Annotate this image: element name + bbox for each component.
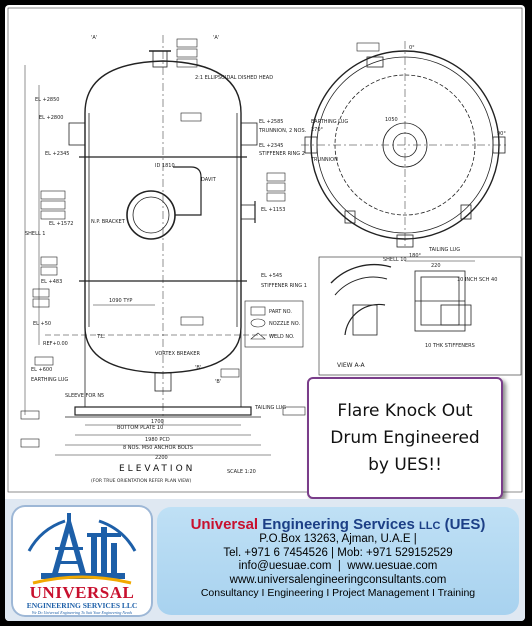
plan-tailing: TAILING LUG — [428, 247, 460, 253]
plan-view — [301, 41, 509, 249]
plan-90: 90° — [497, 131, 506, 137]
label-scale: SCALE 1:20 — [227, 469, 256, 475]
label-b-right: 'B' — [215, 379, 221, 385]
section-title: VIEW A-A — [337, 362, 366, 369]
label-1980-pcd: 1980 PCD — [145, 437, 170, 443]
label-el-50: EL +50 — [33, 321, 51, 327]
label-tailing-lug: TAILING LUG — [254, 405, 286, 411]
label-el-2345: EL +2345 — [259, 143, 283, 149]
callout-line-2: Drum Engineered — [330, 427, 480, 448]
logo-sub: ENGINEERING SERVICES LLC — [26, 601, 138, 610]
elevation-view — [20, 35, 306, 456]
label-el-1153: EL +1153 — [261, 207, 285, 213]
plan-earthing: EARTHING LUG — [311, 119, 348, 125]
section-stiff: 10 THK STIFFENERS — [425, 343, 475, 349]
logo-tagline: We Do Universal Engineering To Suit Your… — [31, 610, 133, 615]
email-web-line[interactable]: info@uesuae.com | www.uesuae.com — [238, 560, 438, 573]
label-el-2345-left: EL +2345 — [45, 151, 69, 157]
legend-weld: WELD NO. — [269, 334, 295, 340]
label-anchor: 8 NOS. M50 ANCHOR BOLTS — [123, 445, 193, 451]
label-head-note: 2:1 ELLIPSOIDAL DISHED HEAD — [195, 75, 273, 81]
drawing-title: ELEVATION — [119, 464, 195, 474]
label-el-2800: EL +2800 — [39, 115, 63, 121]
plan-trunnion: TRUNNION — [310, 157, 338, 163]
label-earthing-lug: EARTHING LUG — [31, 377, 68, 383]
contact-panel: Universal Engineering Services LLC (UES)… — [157, 507, 519, 615]
legend-part: PART NO. — [269, 309, 292, 315]
label-trunnion: TRUNNION, 2 NOS. — [258, 128, 307, 134]
label-el-600: EL +600 — [31, 367, 52, 373]
label-1090-typ: 1090 TYP — [109, 298, 132, 304]
label-davit: DAVIT — [201, 177, 217, 183]
engineering-drawing: 'A' 'A' 2:1 ELLIPSOIDAL DISHED HEAD EL +… — [7, 7, 523, 493]
footer-band: UNIVERSAL ENGINEERING SERVICES LLC We Do… — [5, 499, 525, 621]
label-el-483: EL +483 — [41, 279, 62, 285]
plan-180: 180° — [409, 253, 422, 259]
label-el-545: EL +545 — [261, 273, 282, 279]
label-stiffener-1: STIFFENER RING 1 — [261, 283, 307, 289]
label-vortex: VORTEX BREAKER — [155, 351, 201, 357]
label-b-left: 'B' — [195, 365, 201, 371]
logo-name: UNIVERSAL — [29, 583, 135, 602]
company-name-universal: Universal — [190, 516, 259, 533]
company-name: Universal Engineering Services LLC (UES) — [157, 516, 519, 533]
headline-callout: Flare Knock Out Drum Engineered by UES!! — [307, 377, 503, 499]
label-id-1810: ID 1810 — [155, 163, 175, 169]
flyer-sheet: 'A' 'A' 2:1 ELLIPSOIDAL DISHED HEAD EL +… — [5, 5, 525, 621]
phone-line: Tel. +971 6 7454526 | Mob: +971 52915252… — [223, 546, 453, 559]
plan-0: 0° — [409, 45, 415, 51]
section-shell: SHELL 10 — [383, 257, 407, 263]
website-link[interactable]: www.universalengineeringconsultants.com — [229, 573, 447, 586]
label-stiffener-2: STIFFENER RING 2 — [259, 151, 305, 157]
section-220: 220 — [431, 263, 441, 269]
company-name-llc: LLC — [419, 520, 441, 532]
section-bolt: 10 INCH SCH 40 — [457, 277, 497, 283]
label-el-2850: EL +2850 — [35, 97, 59, 103]
plan-1050: 1050 — [385, 117, 398, 123]
label-subtitle: (FOR TRUE ORIENTATION REFER PLAN VIEW) — [91, 478, 191, 484]
label-tl: T.L. — [96, 334, 106, 340]
label-np-bracket: N.P. BRACKET — [91, 219, 126, 225]
drawing-legend — [244, 300, 304, 348]
callout-line-3: by UES!! — [368, 454, 442, 475]
label-a-left: 'A' — [91, 35, 97, 41]
company-logo: UNIVERSAL ENGINEERING SERVICES LLC We Do… — [11, 505, 153, 617]
label-el-1572: EL +1572 — [49, 221, 73, 227]
label-ref: REF+0.00 — [43, 341, 68, 347]
address-line: P.O.Box 13263, Ajman, U.A.E | — [259, 533, 417, 545]
legend-nozzle: NOZZLE NO. — [269, 321, 301, 327]
company-name-abbr: (UES) — [444, 516, 486, 533]
label-sleeve: SLEEVE FOR N5 — [65, 393, 104, 399]
services-line: Consultancy I Engineering I Project Mana… — [200, 587, 476, 600]
label-el-2585: EL +2585 — [259, 119, 283, 125]
company-name-rest: Engineering Services — [262, 516, 415, 533]
label-2200: 2200 — [155, 455, 168, 461]
label-1700: 1700 — [151, 419, 164, 425]
section-view — [318, 256, 522, 376]
plan-270: 270° — [311, 127, 324, 133]
label-shell-1: SHELL 1 — [25, 231, 45, 237]
callout-line-1: Flare Knock Out — [337, 400, 473, 421]
label-bottom-plate: BOTTOM PLATE 10 — [117, 425, 163, 431]
label-a-right: 'A' — [213, 35, 219, 41]
oil-rig-icon — [27, 513, 137, 585]
